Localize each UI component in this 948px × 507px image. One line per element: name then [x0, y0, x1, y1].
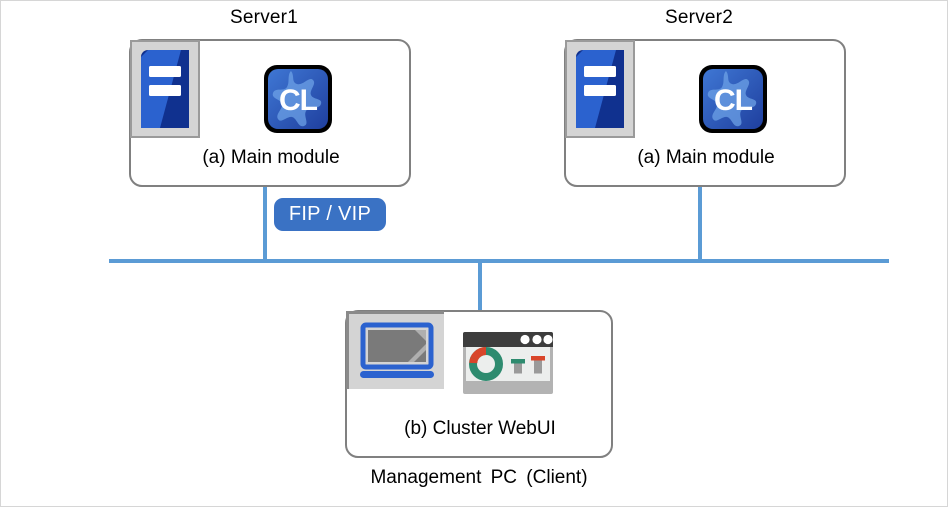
server1-main-module-caption: (a) Main module [202, 147, 340, 168]
server-icon [565, 40, 635, 138]
fip-vip-badge: FIP / VIP [274, 198, 386, 231]
server1-title: Server1 [230, 7, 298, 28]
management-pc-drop-line [478, 259, 482, 311]
management-pc-label: Management PC (Client) [370, 467, 588, 488]
cl-product-logo-glyph: CL [699, 65, 767, 133]
widget-bars [511, 356, 545, 374]
browser-dashboard-glyph [463, 332, 553, 394]
server1-network-drop-line [263, 187, 267, 263]
server2-box: CL (a) Main module [564, 39, 846, 187]
browser-dashboard-icon [463, 332, 553, 394]
server2-title: Server2 [665, 7, 733, 28]
svg-text:CL: CL [714, 84, 753, 117]
server2-network-drop-line [698, 187, 702, 263]
cl-product-logo-glyph: CL [264, 65, 332, 133]
cl-product-logo-icon: CL [696, 62, 770, 141]
network-bus-line [109, 259, 889, 263]
cl-product-logo-icon: CL [261, 62, 335, 141]
server-icon [130, 40, 200, 138]
donut-chart [469, 347, 503, 381]
cluster-webui-caption: (b) Cluster WebUI [404, 418, 556, 439]
server2-main-module-caption: (a) Main module [637, 147, 775, 168]
management-pc-box: (b) Cluster WebUI [345, 310, 613, 458]
laptop-icon-glyph [359, 322, 434, 378]
server-icon-glyph [576, 50, 624, 128]
server1-box: CL (a) Main module [129, 39, 411, 187]
svg-text:CL: CL [279, 84, 318, 117]
laptop-icon [346, 311, 444, 389]
server-icon-glyph [141, 50, 189, 128]
